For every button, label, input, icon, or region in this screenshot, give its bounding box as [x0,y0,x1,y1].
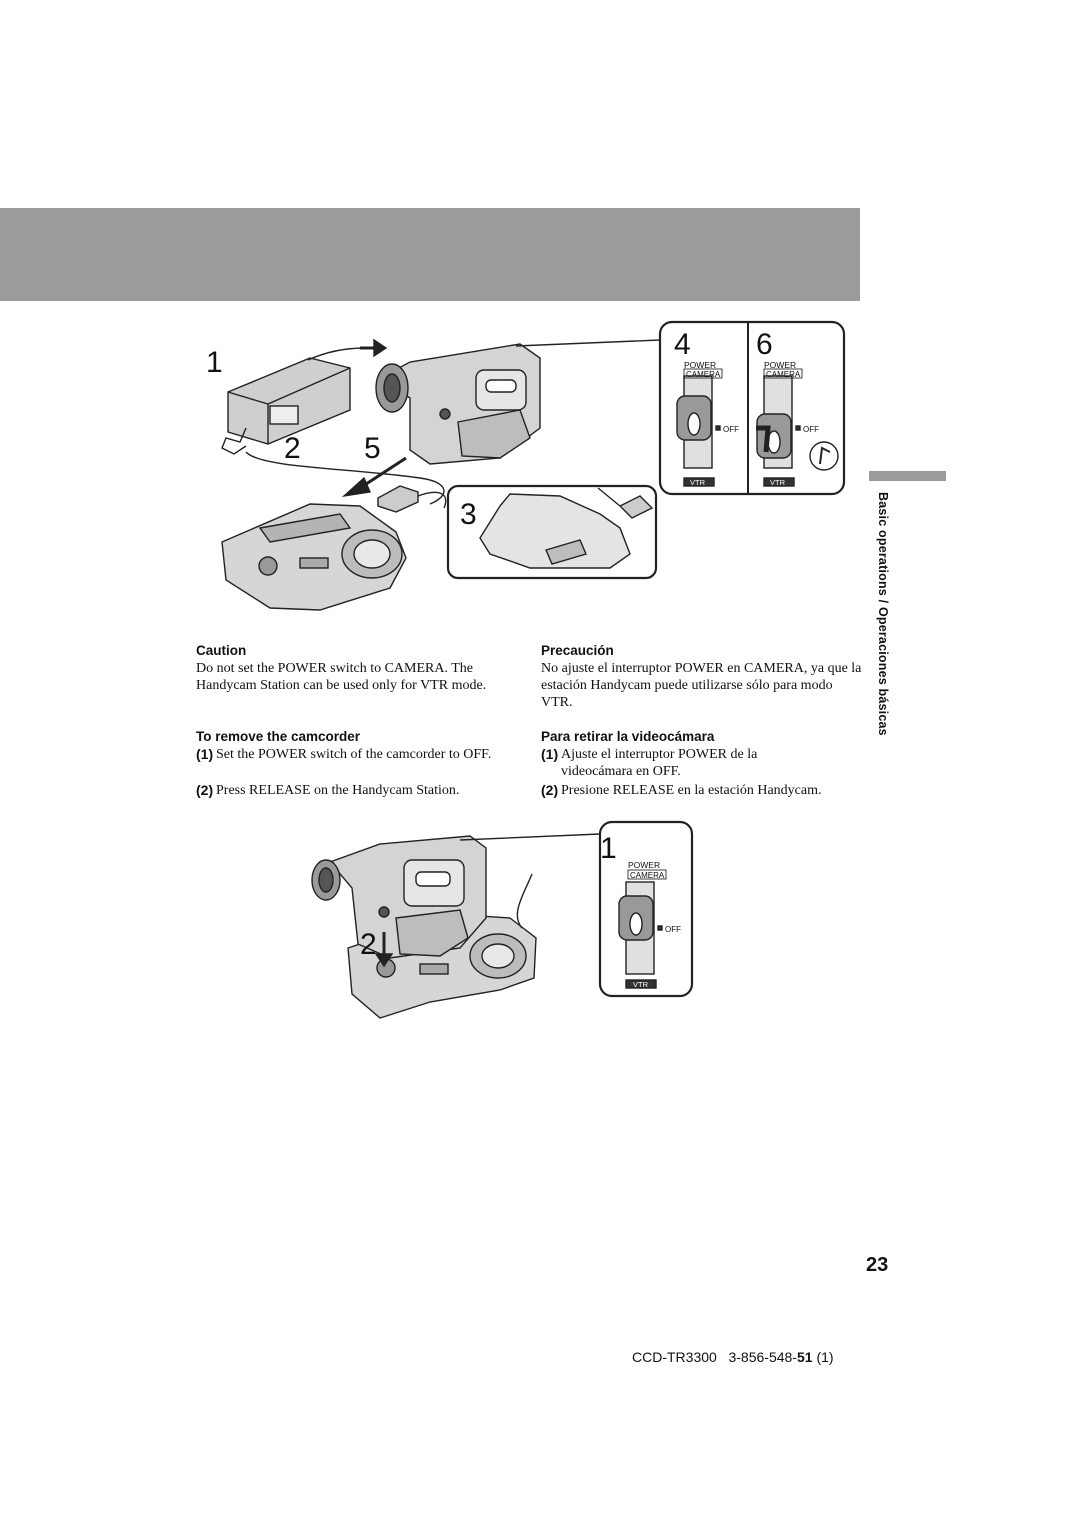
step-text: Set the POWER switch of the camcorder to… [216,747,492,762]
remove-step-1: (1) Set the POWER switch of the camcorde… [196,746,496,763]
footer-code-bold: 51 [796,1349,813,1365]
caution-heading: Caution [196,643,247,658]
retirar-step-2: (2) Presione RELEASE en la estación Hand… [541,782,861,799]
bottom-switch-power-label: POWER [628,860,660,870]
bottom-switch-off-label: OFF [665,925,681,934]
step-number: (2) [541,782,559,798]
step-1-label: 1 [206,346,223,379]
power-switch-4 [676,375,721,487]
switch-4-vtr-label: VTR [690,478,706,487]
switch-4-power-label: POWER [684,360,716,370]
switch-6-off-label: OFF [803,425,819,434]
precaucion-heading: Precaución [541,643,614,658]
switch-6-camera-label: CAMERA [766,370,801,379]
step-6-label: 6 [756,328,773,361]
handycam-station-illustration [221,503,407,611]
bottom-step-2-label: 2 [360,928,377,961]
page-number: 23 [866,1254,889,1276]
step-number: (1) [196,746,214,762]
camcorder-illustration [375,343,541,465]
step-2-label: 2 [284,432,301,465]
bottom-switch-camera-label: CAMERA [630,871,665,880]
caution-text: Do not set the POWER switch to CAMERA. T… [196,661,487,693]
step-3-label: 3 [460,498,477,531]
footer-code-suffix: (1) [816,1349,834,1365]
step-4-label: 4 [674,328,691,361]
bottom-switch-vtr-label: VTR [633,980,649,989]
ac-adaptor-illustration [221,347,366,455]
header-band [0,208,860,301]
top-illustration: 1 2 5 3 4 6 POWER CAMERA OFF VTR POWER C… [206,320,846,611]
switch-4-camera-label: CAMERA [686,370,721,379]
switch-6-power-label: POWER [764,360,796,370]
power-switch-6 [756,375,839,487]
camcorder-illustration [311,835,487,959]
step-5-label: 5 [364,432,381,465]
step-number: (2) [196,782,214,798]
switch-6-vtr-label: VTR [770,478,786,487]
side-tab-marker [869,471,946,481]
step-text: Presione RELEASE en la estación Handycam… [561,783,822,798]
remove-step-2: (2) Press RELEASE on the Handycam Statio… [196,782,516,799]
switch-4-off-label: OFF [723,425,739,434]
bottom-illustration: 1 2 POWER CAMERA OFF VTR [311,820,694,1019]
precaucion-text: No ajuste el interruptor POWER en CAMERA… [541,661,862,710]
step-number: (1) [541,746,559,762]
footer-model: CCD-TR3300 [632,1349,717,1365]
footer-code-prefix: 3-856-548- [728,1349,797,1365]
step-text: Ajuste el interruptor POWER de la videoc… [561,747,758,779]
retirar-videocamara-heading: Para retirar la videocámara [541,729,715,744]
remove-camcorder-heading: To remove the camcorder [196,729,361,744]
bottom-step-1-label: 1 [600,832,617,865]
retirar-step-1: (1) Ajuste el interruptor POWER de la vi… [541,746,801,780]
side-section-label: Basic operations / Operaciones básicas [876,492,890,736]
step-text: Press RELEASE on the Handycam Station. [216,783,460,798]
power-switch-bottom [618,881,663,989]
footer-code: CCD-TR3300 3-856-548-51 (1) [632,1349,834,1365]
